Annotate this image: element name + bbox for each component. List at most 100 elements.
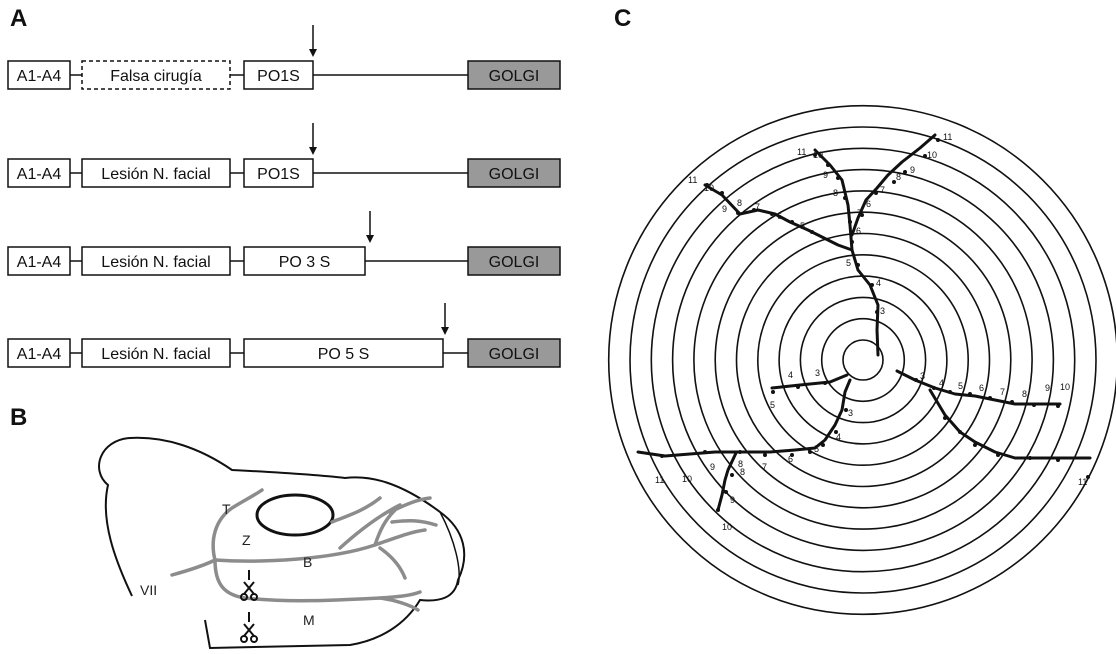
intersection-number: 8 xyxy=(738,459,743,469)
lesion-box xyxy=(81,158,231,188)
intersection-number: 3 xyxy=(815,368,820,378)
nerve-label-t: T xyxy=(222,501,231,517)
intersection-dot xyxy=(870,283,874,287)
intersection-number: 3 xyxy=(848,408,853,418)
intersection-dot xyxy=(1056,404,1060,408)
intersection-number: 4 xyxy=(788,370,793,380)
dendrite-b3 xyxy=(895,369,1062,406)
dendrite-b5 xyxy=(636,378,852,458)
intersection-dot xyxy=(763,453,767,457)
sholl-ring xyxy=(714,211,1012,509)
intersection-dot xyxy=(856,263,860,267)
golgi-box xyxy=(467,60,561,90)
intersection-dot xyxy=(936,138,940,142)
intersection-dot xyxy=(1010,400,1014,404)
golgi-box xyxy=(467,338,561,368)
middle-label: Lesión N. facial xyxy=(101,254,210,271)
intersection-dot xyxy=(771,390,775,394)
intersection-number: 4 xyxy=(939,378,944,388)
intersection-dot xyxy=(1086,475,1090,479)
intersection-number: 11 xyxy=(655,475,664,485)
middle-label: Falsa cirugía xyxy=(110,68,202,85)
sholl-ring xyxy=(671,168,1055,552)
intersection-number: 8 xyxy=(737,198,742,208)
face-schematic: T Z B VII M xyxy=(98,436,466,650)
start-label: A1-A4 xyxy=(17,254,62,271)
intersection-dot xyxy=(716,508,720,512)
intersection-dot xyxy=(790,453,794,457)
golgi-box xyxy=(467,246,561,276)
intersection-number: 8 xyxy=(896,172,901,182)
intersection-number: 4 xyxy=(876,278,881,288)
intersection-dot xyxy=(1056,458,1060,462)
arrow-head xyxy=(309,49,317,57)
intersection-number: 9 xyxy=(730,495,735,505)
golgi-label: GOLGI xyxy=(489,346,540,363)
intersection-dot xyxy=(923,154,927,158)
intersection-dot xyxy=(860,213,864,217)
nerve-label-z: Z xyxy=(242,532,251,548)
intersection-dot xyxy=(821,443,825,447)
intersection-dot xyxy=(813,153,817,157)
intersection-dot xyxy=(948,390,952,394)
intersection-dot xyxy=(660,454,664,458)
intersection-number: 7 xyxy=(755,202,760,212)
arrow-head xyxy=(441,327,449,335)
nerve-label-vii: VII xyxy=(140,582,157,598)
intersection-number: 11 xyxy=(688,175,697,185)
intersection-dot xyxy=(848,220,852,224)
intersection-dot xyxy=(720,191,724,195)
postop-label: PO1S xyxy=(257,68,300,85)
intersection-number: 6 xyxy=(788,454,793,464)
intersection-number: 11 xyxy=(1078,477,1087,487)
intersection-number: 3 xyxy=(920,371,925,381)
intersection-dot xyxy=(996,453,1000,457)
intersection-dot xyxy=(836,176,840,180)
golgi-label: GOLGI xyxy=(489,254,540,271)
intersection-dot xyxy=(943,416,947,420)
middle-label: Lesión N. facial xyxy=(101,346,210,363)
middle-label: Lesión N. facial xyxy=(101,166,210,183)
intersection-number: 10 xyxy=(813,150,823,160)
sholl-ring xyxy=(629,126,1097,594)
intersection-number: 9 xyxy=(823,170,828,180)
lesion-box xyxy=(81,338,231,368)
lesion-box xyxy=(81,246,231,276)
intersection-dot xyxy=(1028,456,1032,460)
intersection-number: 8 xyxy=(1022,389,1027,399)
sholl-ring xyxy=(756,254,969,466)
intersection-number: 9 xyxy=(1045,383,1050,393)
intersection-dot xyxy=(738,450,742,454)
intersection-dot xyxy=(823,381,827,385)
intersection-dot xyxy=(932,386,936,390)
sholl-ring xyxy=(607,104,1116,616)
intersection-dot xyxy=(875,310,879,314)
postop-label: PO1S xyxy=(257,166,300,183)
intersection-number: 10 xyxy=(704,183,714,193)
intersection-number: 4 xyxy=(836,432,841,442)
intersection-dot xyxy=(752,208,756,212)
intersection-dot xyxy=(844,408,848,412)
panel-label-b: B xyxy=(10,404,27,431)
arrow-head xyxy=(309,147,317,155)
intersection-dot xyxy=(770,212,774,216)
intersection-number: 6 xyxy=(866,199,871,209)
sholl-ring xyxy=(778,275,948,445)
dendrite-branches xyxy=(636,133,1092,512)
intersection-number: 10 xyxy=(1060,382,1070,392)
dendrite-b1a xyxy=(703,183,854,252)
intersection-number: 6 xyxy=(856,226,861,236)
intersection-dot xyxy=(724,490,728,494)
intersection-dot xyxy=(903,170,907,174)
head-outline xyxy=(98,436,466,650)
dendrite-b3a xyxy=(928,388,1092,460)
intersection-number: 5 xyxy=(800,221,805,231)
intersection-number: 6 xyxy=(979,383,984,393)
intersection-dot xyxy=(988,396,992,400)
sholl-ring xyxy=(799,296,927,424)
